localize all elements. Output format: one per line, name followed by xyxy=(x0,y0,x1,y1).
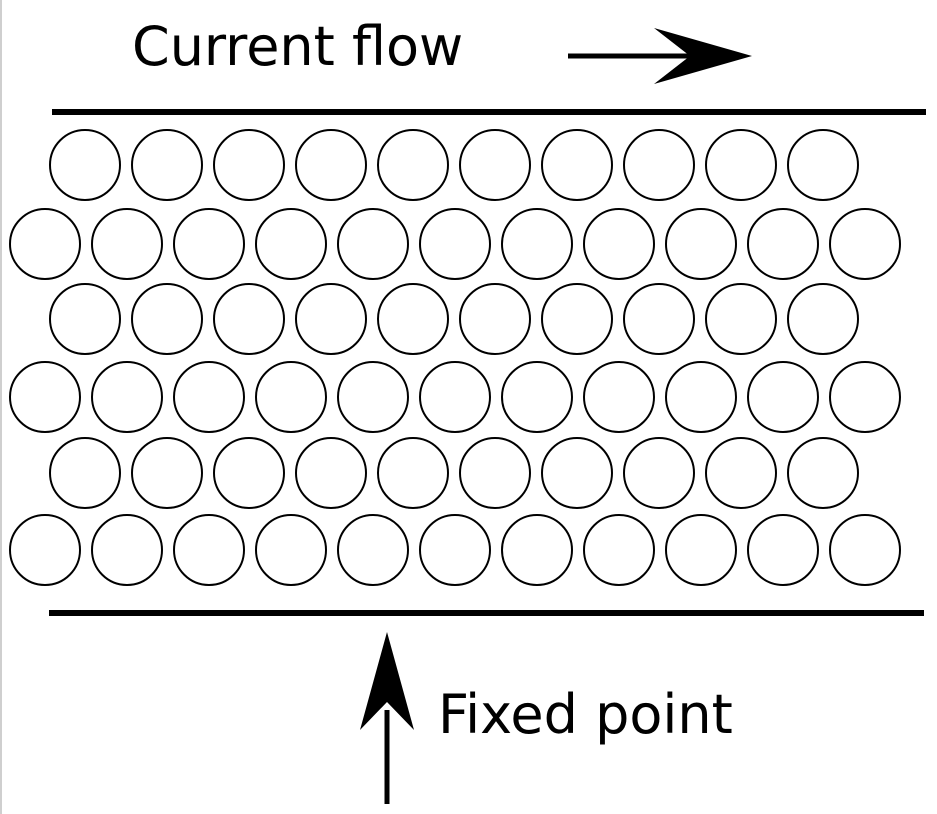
particle xyxy=(459,129,531,201)
particle xyxy=(583,361,655,433)
particle xyxy=(337,361,409,433)
particle xyxy=(91,514,163,586)
particle xyxy=(337,514,409,586)
particle xyxy=(173,208,245,280)
particle xyxy=(295,129,367,201)
particle xyxy=(337,208,409,280)
particle xyxy=(255,208,327,280)
particle xyxy=(705,129,777,201)
particle xyxy=(747,208,819,280)
particle xyxy=(747,514,819,586)
particle xyxy=(583,514,655,586)
particle xyxy=(705,437,777,509)
particle xyxy=(583,208,655,280)
particle xyxy=(459,437,531,509)
particle xyxy=(787,437,859,509)
up-arrow-icon xyxy=(360,632,414,804)
particle xyxy=(377,283,449,355)
particle xyxy=(49,283,121,355)
particle xyxy=(623,437,695,509)
particle xyxy=(173,361,245,433)
particle xyxy=(9,361,81,433)
particle xyxy=(623,283,695,355)
particle xyxy=(459,283,531,355)
particle xyxy=(213,129,285,201)
particle xyxy=(665,514,737,586)
particle xyxy=(213,437,285,509)
particle xyxy=(419,208,491,280)
particle xyxy=(9,514,81,586)
particle xyxy=(295,437,367,509)
particle xyxy=(747,361,819,433)
particle xyxy=(829,361,901,433)
particle xyxy=(377,129,449,201)
particle xyxy=(623,129,695,201)
particle xyxy=(377,437,449,509)
particle xyxy=(255,514,327,586)
particle xyxy=(419,361,491,433)
particle xyxy=(131,129,203,201)
particle xyxy=(501,208,573,280)
particle xyxy=(501,514,573,586)
particle xyxy=(91,361,163,433)
particle xyxy=(131,437,203,509)
particle xyxy=(49,129,121,201)
particle xyxy=(787,129,859,201)
particle xyxy=(829,208,901,280)
particle xyxy=(9,208,81,280)
particle xyxy=(131,283,203,355)
image-left-border xyxy=(0,0,2,814)
particle xyxy=(705,283,777,355)
particle xyxy=(213,283,285,355)
right-arrow-icon xyxy=(568,28,752,84)
particle xyxy=(91,208,163,280)
particle xyxy=(541,437,613,509)
particle xyxy=(173,514,245,586)
particle xyxy=(829,514,901,586)
current-flow-label: Current flow xyxy=(132,15,464,78)
particle xyxy=(787,283,859,355)
particle xyxy=(255,361,327,433)
particle xyxy=(419,514,491,586)
fixed-point-label: Fixed point xyxy=(438,683,733,746)
particle xyxy=(49,437,121,509)
particle xyxy=(295,283,367,355)
particle-grid xyxy=(9,129,901,586)
particle xyxy=(501,361,573,433)
particle xyxy=(665,361,737,433)
particle xyxy=(541,283,613,355)
particle xyxy=(665,208,737,280)
particle xyxy=(541,129,613,201)
